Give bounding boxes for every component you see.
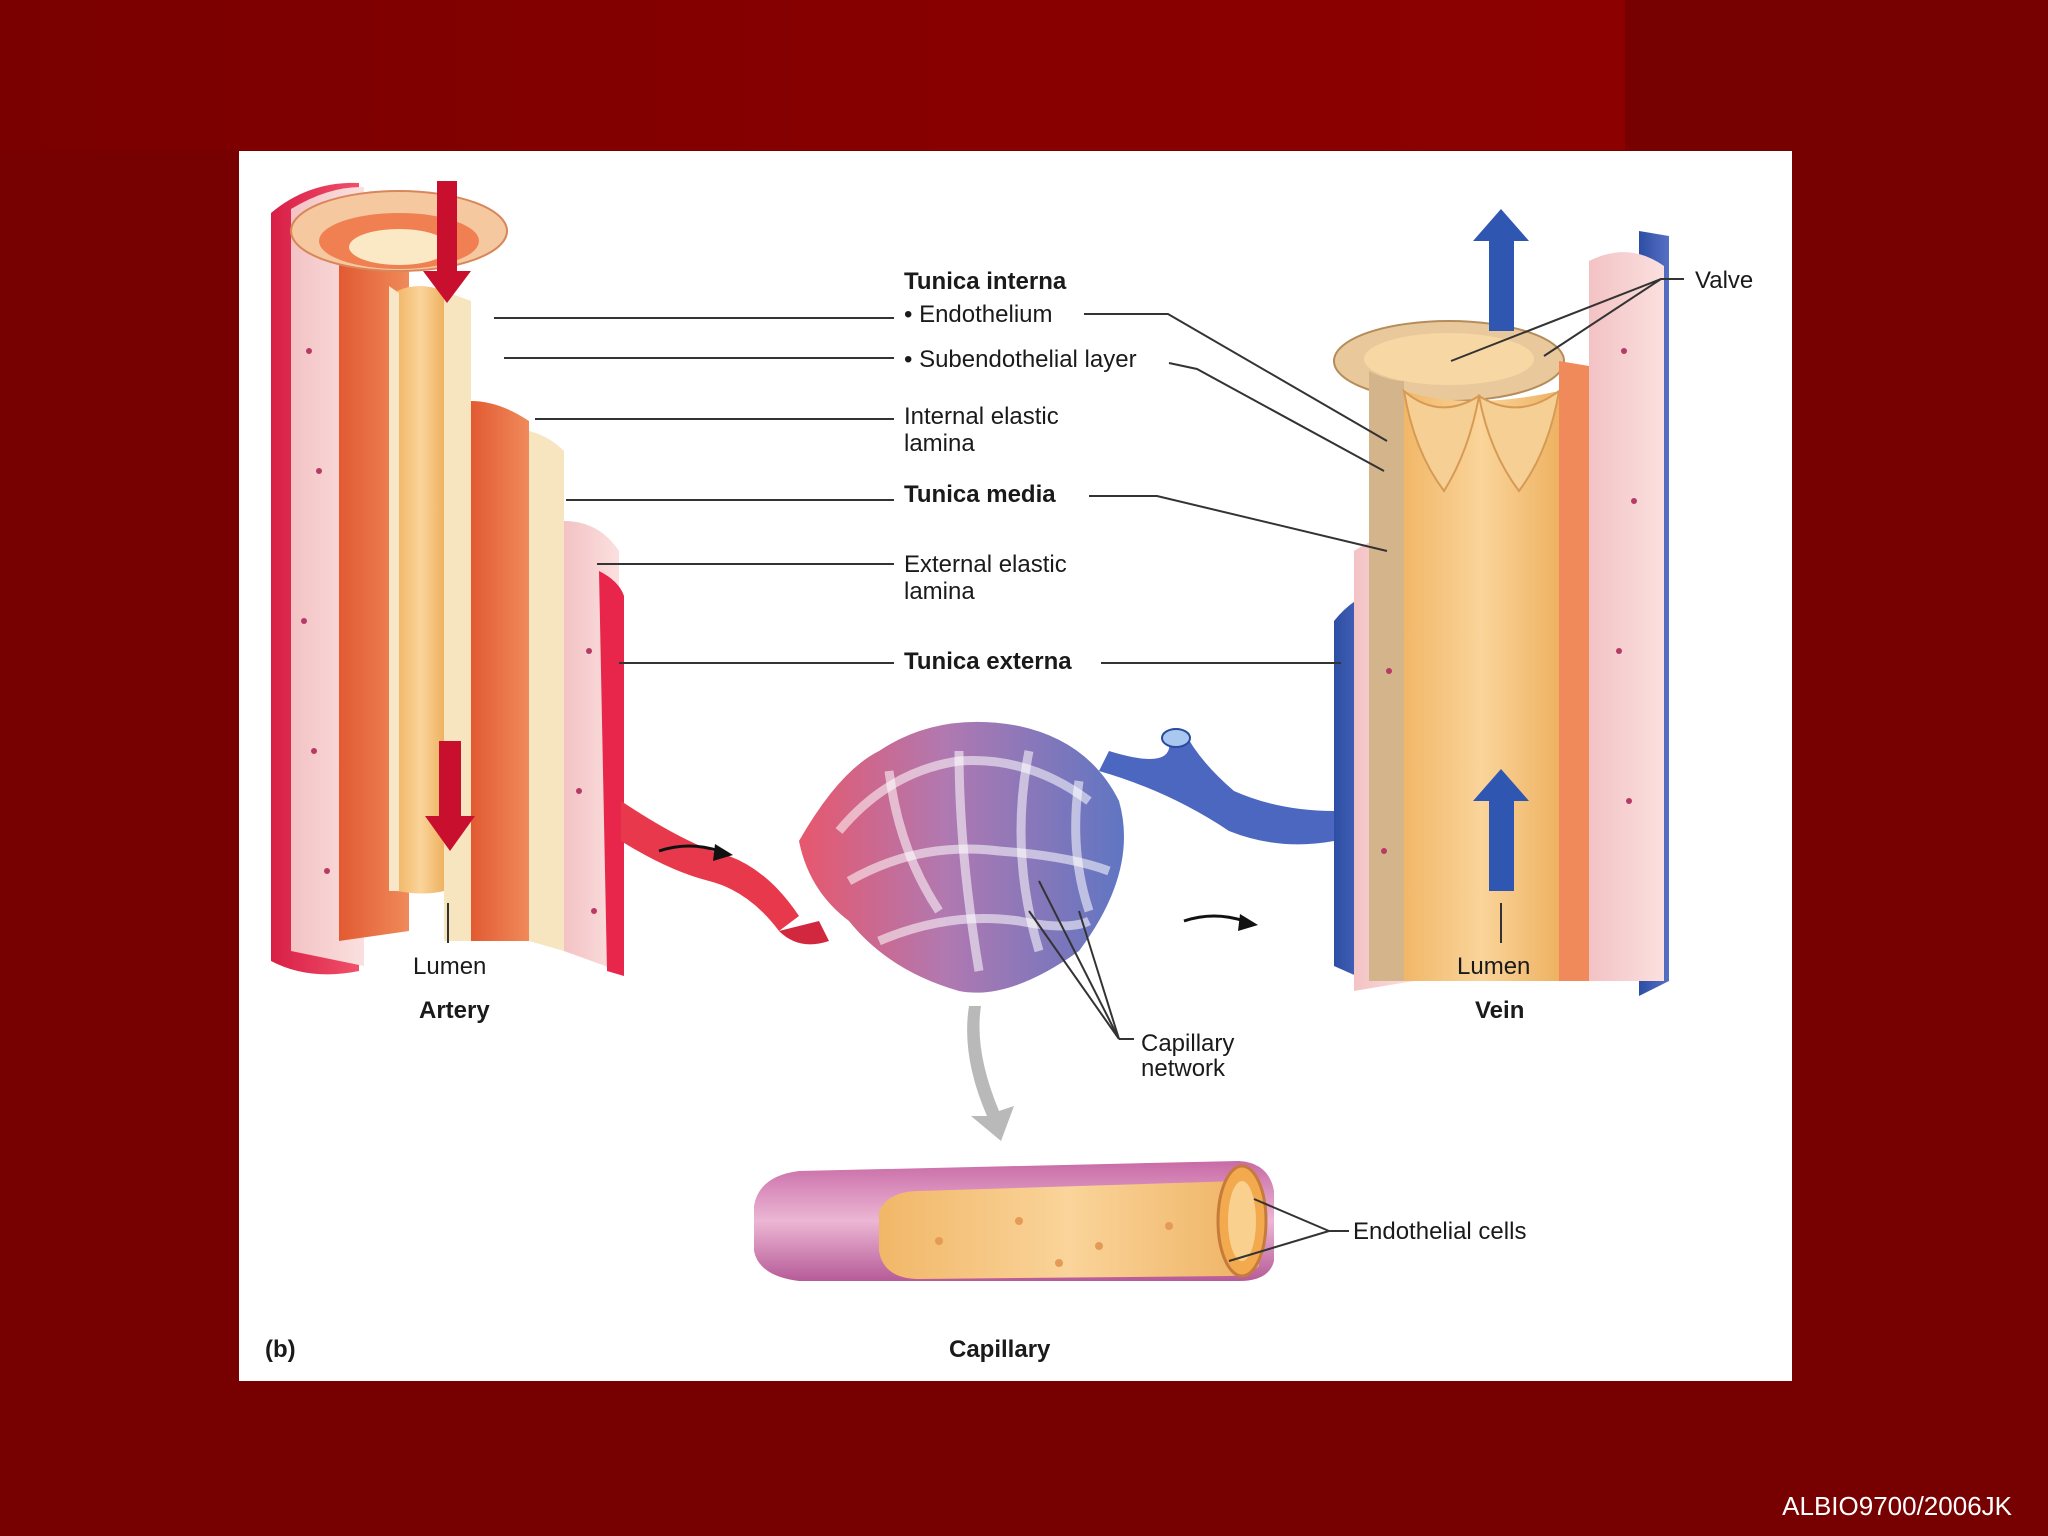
label-vein: Vein — [1475, 997, 1525, 1024]
label-subendothelial-layer: • Subendothelial layer — [904, 346, 1137, 373]
label-tunica-interna: Tunica interna — [904, 268, 1067, 295]
artery-cross-section — [271, 181, 624, 976]
label-vein-lumen: Lumen — [1457, 953, 1531, 980]
vein-cross-section — [1333, 209, 1669, 996]
label-internal-elastic-line1: Internal elastic — [904, 403, 1059, 430]
label-tunica-externa: Tunica externa — [904, 648, 1072, 675]
capillary-network — [621, 721, 1334, 1040]
label-valve: Valve — [1695, 267, 1754, 294]
blood-vessel-illustration — [271, 181, 1684, 1281]
label-endothelium: • Endothelium — [904, 301, 1053, 328]
panel-label: (b) — [265, 1336, 296, 1363]
label-capillary: Capillary — [949, 1336, 1051, 1363]
label-external-elastic-line1: External elastic — [904, 551, 1067, 578]
capillary-detail — [754, 1006, 1349, 1281]
label-endothelial-cells: Endothelial cells — [1353, 1218, 1527, 1245]
blood-vessel-figure: Tunica interna • Endothelium • Subendoth… — [239, 151, 1792, 1381]
label-capillary-network-line2: network — [1141, 1055, 1226, 1082]
label-leader-lines — [494, 278, 1684, 664]
footer-credit: ALBIO9700/2006JK — [1782, 1491, 2012, 1521]
label-internal-elastic-line2: lamina — [904, 430, 975, 457]
label-artery-lumen: Lumen — [413, 953, 487, 980]
slide-title-band — [0, 0, 1625, 150]
label-external-elastic-line2: lamina — [904, 578, 975, 605]
label-tunica-media: Tunica media — [904, 481, 1056, 508]
label-artery: Artery — [419, 997, 490, 1024]
label-capillary-network-line1: Capillary — [1141, 1030, 1235, 1057]
